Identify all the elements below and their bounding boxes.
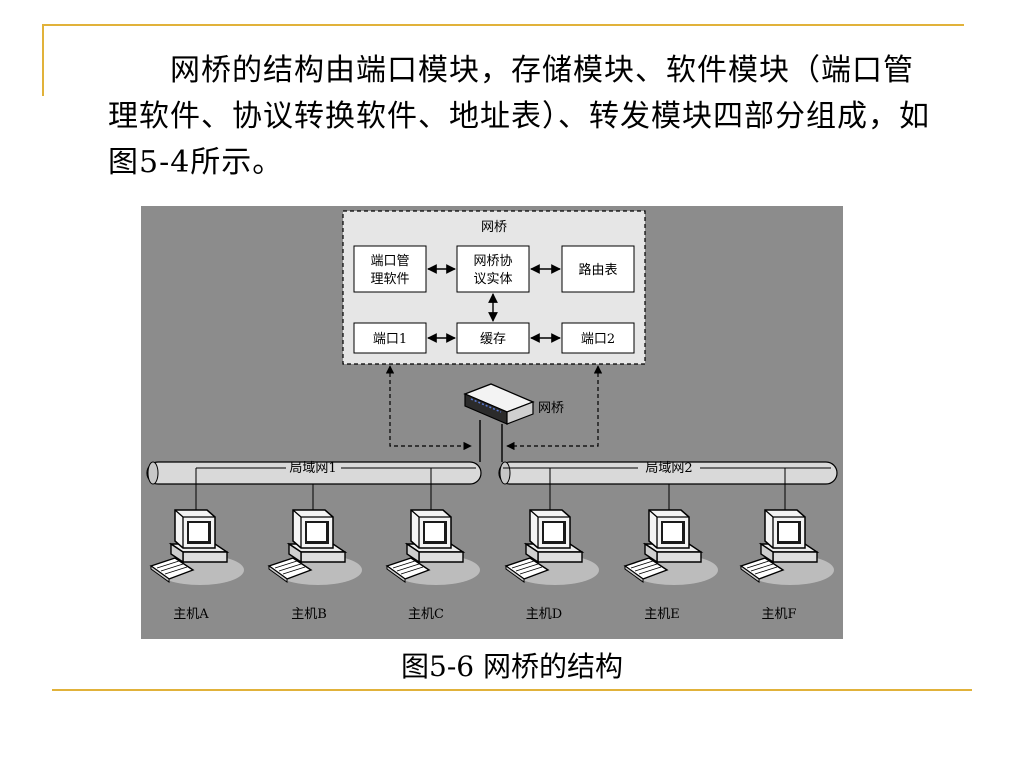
host-label-c: 主机C <box>408 607 444 622</box>
bridge-device-icon <box>463 383 535 425</box>
left-rule <box>42 24 44 96</box>
routing-table-module: 路由表 <box>561 245 635 293</box>
host-label-e: 主机E <box>644 607 680 622</box>
top-rule <box>42 24 964 26</box>
port-management-label-2: 理软件 <box>370 272 409 287</box>
host-label-b: 主机B <box>291 607 327 622</box>
host-label-f: 主机F <box>761 607 796 622</box>
cache-module: 缓存 <box>456 322 530 354</box>
figure-caption: 图5-6 网桥的结构 <box>401 650 623 683</box>
protocol-entity-label-2: 议实体 <box>473 272 512 287</box>
cache-label: 缓存 <box>480 332 506 347</box>
dashed-link-port1 <box>385 365 472 451</box>
bridge-structure-figure: 网桥 端口管 理软件 网桥协 议实体 路由表 端口1 缓存 端口2 网桥 <box>141 206 843 639</box>
port1-module: 端口1 <box>353 322 427 354</box>
host-label-d: 主机D <box>526 607 562 622</box>
bottom-rule <box>52 689 972 691</box>
lan1-label: 局域网1 <box>289 461 336 476</box>
host-label-a: 主机A <box>173 607 209 622</box>
lan1-bus <box>146 461 482 485</box>
dashed-link-port2 <box>506 365 603 451</box>
bridge-diagram-svg: 网桥 端口管 理软件 网桥协 议实体 路由表 端口1 缓存 端口2 网桥 <box>141 206 843 639</box>
port-management-label-1: 端口管 <box>370 254 409 269</box>
lan2-bus <box>498 461 838 485</box>
port-management-module: 端口管 理软件 <box>353 245 427 293</box>
bridge-device-label: 网桥 <box>538 401 564 416</box>
port2-label: 端口2 <box>581 332 615 347</box>
bridge-box-title: 网桥 <box>481 220 507 235</box>
port1-label: 端口1 <box>373 332 407 347</box>
protocol-entity-label-1: 网桥协 <box>473 254 512 269</box>
protocol-entity-module: 网桥协 议实体 <box>456 245 530 293</box>
routing-table-label: 路由表 <box>578 262 617 278</box>
body-paragraph: 网桥的结构由端口模块，存储模块、软件模块（端口管理软件、协议转换软件、地址表）、… <box>108 48 938 186</box>
lan2-label: 局域网2 <box>645 461 692 476</box>
port2-module: 端口2 <box>561 322 635 354</box>
body-paragraph-text: 网桥的结构由端口模块，存储模块、软件模块（端口管理软件、协议转换软件、地址表）、… <box>108 53 930 180</box>
